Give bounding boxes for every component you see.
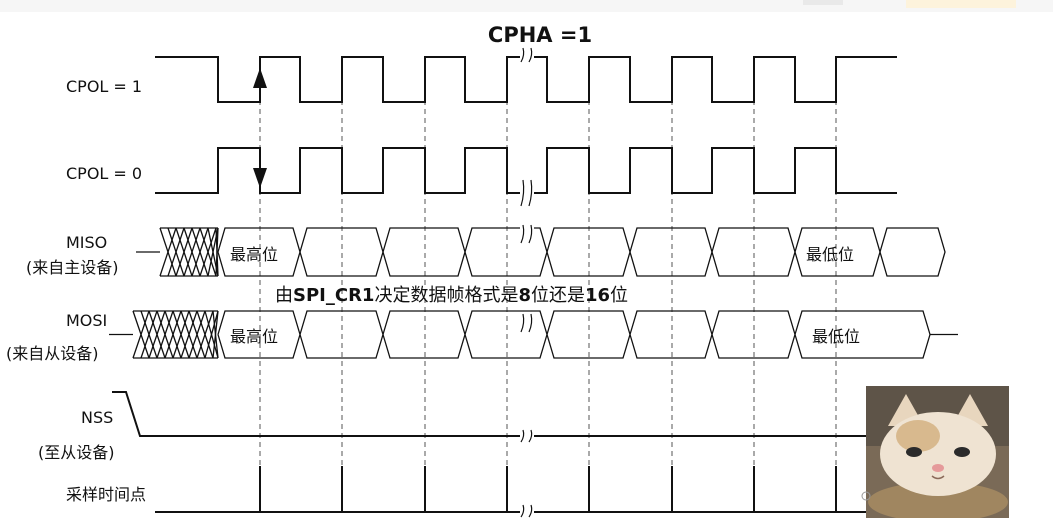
avatar-handle-icon (861, 491, 871, 501)
mosi-lsb-label: 最低位 (812, 327, 860, 346)
note-part-bits: 8 (518, 285, 531, 306)
avatar-face (880, 412, 996, 496)
bit-cell (629, 227, 713, 277)
break-mark-icon (528, 429, 533, 443)
break-mark-icon (520, 504, 525, 518)
break-mark-icon (520, 224, 525, 244)
bit-cell (464, 310, 548, 359)
miso-bus (136, 227, 946, 277)
note-part-register: SPI_CR1 (293, 285, 374, 306)
bit-cell (879, 227, 946, 277)
avatar-mouth (931, 475, 945, 480)
break-mark-icon (528, 504, 533, 518)
falling-edge-arrow-icon (253, 168, 267, 188)
diagram-title: CPHA =1 (488, 23, 592, 47)
bit-cell (464, 227, 548, 277)
note-part: 位还是 (531, 285, 585, 306)
mosi-desc-label: (来自从设备) (6, 344, 99, 363)
avatar-patch (896, 420, 940, 452)
cpol1-label: CPOL = 1 (66, 77, 142, 96)
note-part: 决定数据帧格式是 (374, 285, 518, 306)
hatch-line (196, 310, 214, 359)
hatch-line (140, 310, 158, 359)
hatch-line (212, 310, 219, 359)
hatch-line (199, 227, 217, 277)
hatch-line (175, 227, 193, 277)
avatar-eye-right (954, 447, 970, 457)
hatch-line (167, 227, 185, 277)
break-mark-icon (528, 47, 533, 63)
break-mark-icon (520, 313, 525, 333)
cpol0-label: CPOL = 0 (66, 164, 142, 183)
avatar-nose (932, 464, 944, 472)
miso-name-label: MISO (66, 233, 107, 252)
hatch-line (204, 310, 219, 359)
frame-format-note: 由SPI_CR1决定数据帧格式是8位还是16位 (275, 285, 628, 306)
cpol1-clock (155, 56, 897, 103)
break-mark-icon (528, 224, 533, 244)
hatch-line (132, 310, 150, 359)
sample-label: 采样时间点 (66, 485, 146, 504)
mosi-bus (109, 310, 958, 359)
note-part: 由 (275, 285, 293, 306)
break-mark-icon (520, 47, 525, 63)
mosi-msb-label: 最高位 (230, 327, 278, 346)
note-part: 位 (610, 285, 628, 306)
rising-edge-arrow-icon (253, 68, 267, 88)
break-mark-icon (520, 429, 525, 443)
guide-lines (259, 100, 837, 470)
top-control (803, 0, 843, 5)
cat-avatar-icon (866, 386, 1009, 522)
hatch-line (164, 310, 182, 359)
bit-cell (629, 310, 713, 359)
miso-lsb-label: 最低位 (806, 245, 854, 264)
hatch-line (148, 310, 166, 359)
avatar-basket (868, 482, 1008, 522)
nss-line (112, 391, 880, 437)
hatch-line (191, 227, 209, 277)
note-part-bits: 16 (585, 285, 610, 306)
mosi-name-label: MOSI (66, 311, 107, 330)
hatch-line (215, 227, 219, 277)
break-mark-icon (528, 313, 533, 333)
top-tab (906, 0, 1016, 8)
nss-name-label: NSS (81, 408, 113, 427)
miso-msb-label: 最高位 (230, 245, 278, 264)
hatch-line (159, 227, 177, 277)
nss-desc-label: (至从设备) (38, 443, 115, 462)
hatch-line (180, 310, 198, 359)
break-marks (520, 47, 534, 518)
break-mark-icon (520, 179, 525, 207)
bit-cell (382, 310, 466, 359)
break-mark-icon (528, 179, 533, 207)
hatch-line (172, 310, 190, 359)
avatar-eye-left (906, 447, 922, 457)
bit-cell (382, 227, 466, 277)
hatch-line (156, 310, 174, 359)
top-bar (0, 0, 1053, 12)
hatch-line (188, 310, 206, 359)
miso-desc-label: (来自主设备) (26, 258, 119, 277)
hatch-line (183, 227, 201, 277)
